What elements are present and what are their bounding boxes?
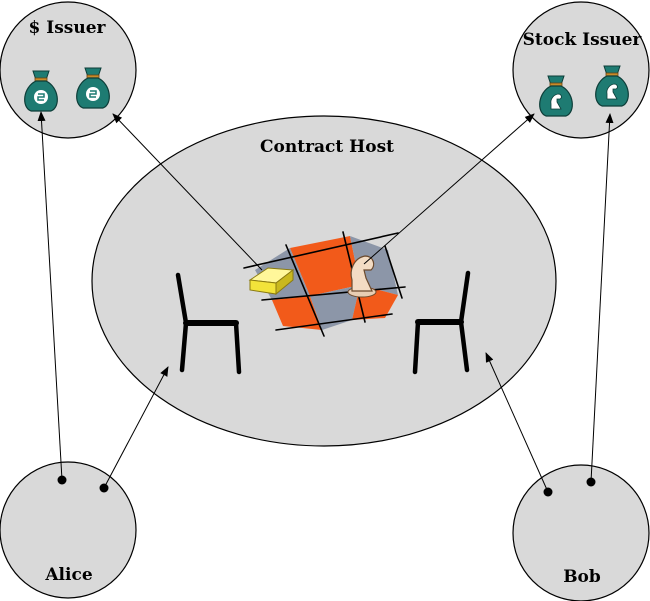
alice-node: Alice — [0, 461, 137, 599]
dollar-issuer-label: $ Issuer — [29, 18, 107, 38]
arrow-alice-to-dollar-issuer — [37, 111, 63, 481]
bob-node: Bob — [512, 464, 650, 601]
chess-board-icon — [243, 231, 406, 337]
chair-icon — [175, 272, 242, 375]
stock-issuer-label: Stock Issuer — [523, 30, 643, 50]
money-bag-knight-icon — [539, 75, 573, 117]
chair-icon — [412, 270, 471, 375]
alice-label: Alice — [44, 565, 92, 585]
arrow-knight-to-stock-issuer — [363, 113, 535, 265]
arrow-bob-to-chair — [485, 352, 549, 493]
money-bag-dollar-icon — [76, 67, 110, 109]
chess-knight-icon — [347, 255, 377, 298]
contract-host-label: Contract Host — [260, 137, 394, 157]
arrow-bob-to-stock-issuer — [590, 113, 614, 483]
arrow-alice-to-chair — [103, 366, 169, 489]
dollar-issuer-node: $ Issuer — [0, 1, 137, 139]
money-bag-knight-icon — [595, 65, 629, 107]
money-bag-dollar-icon — [24, 70, 58, 112]
stock-issuer-node: Stock Issuer — [512, 1, 650, 139]
gold-bar-icon — [248, 267, 295, 296]
bob-label: Bob — [563, 567, 601, 587]
arrow-gold-to-dollar-issuer — [112, 113, 263, 271]
